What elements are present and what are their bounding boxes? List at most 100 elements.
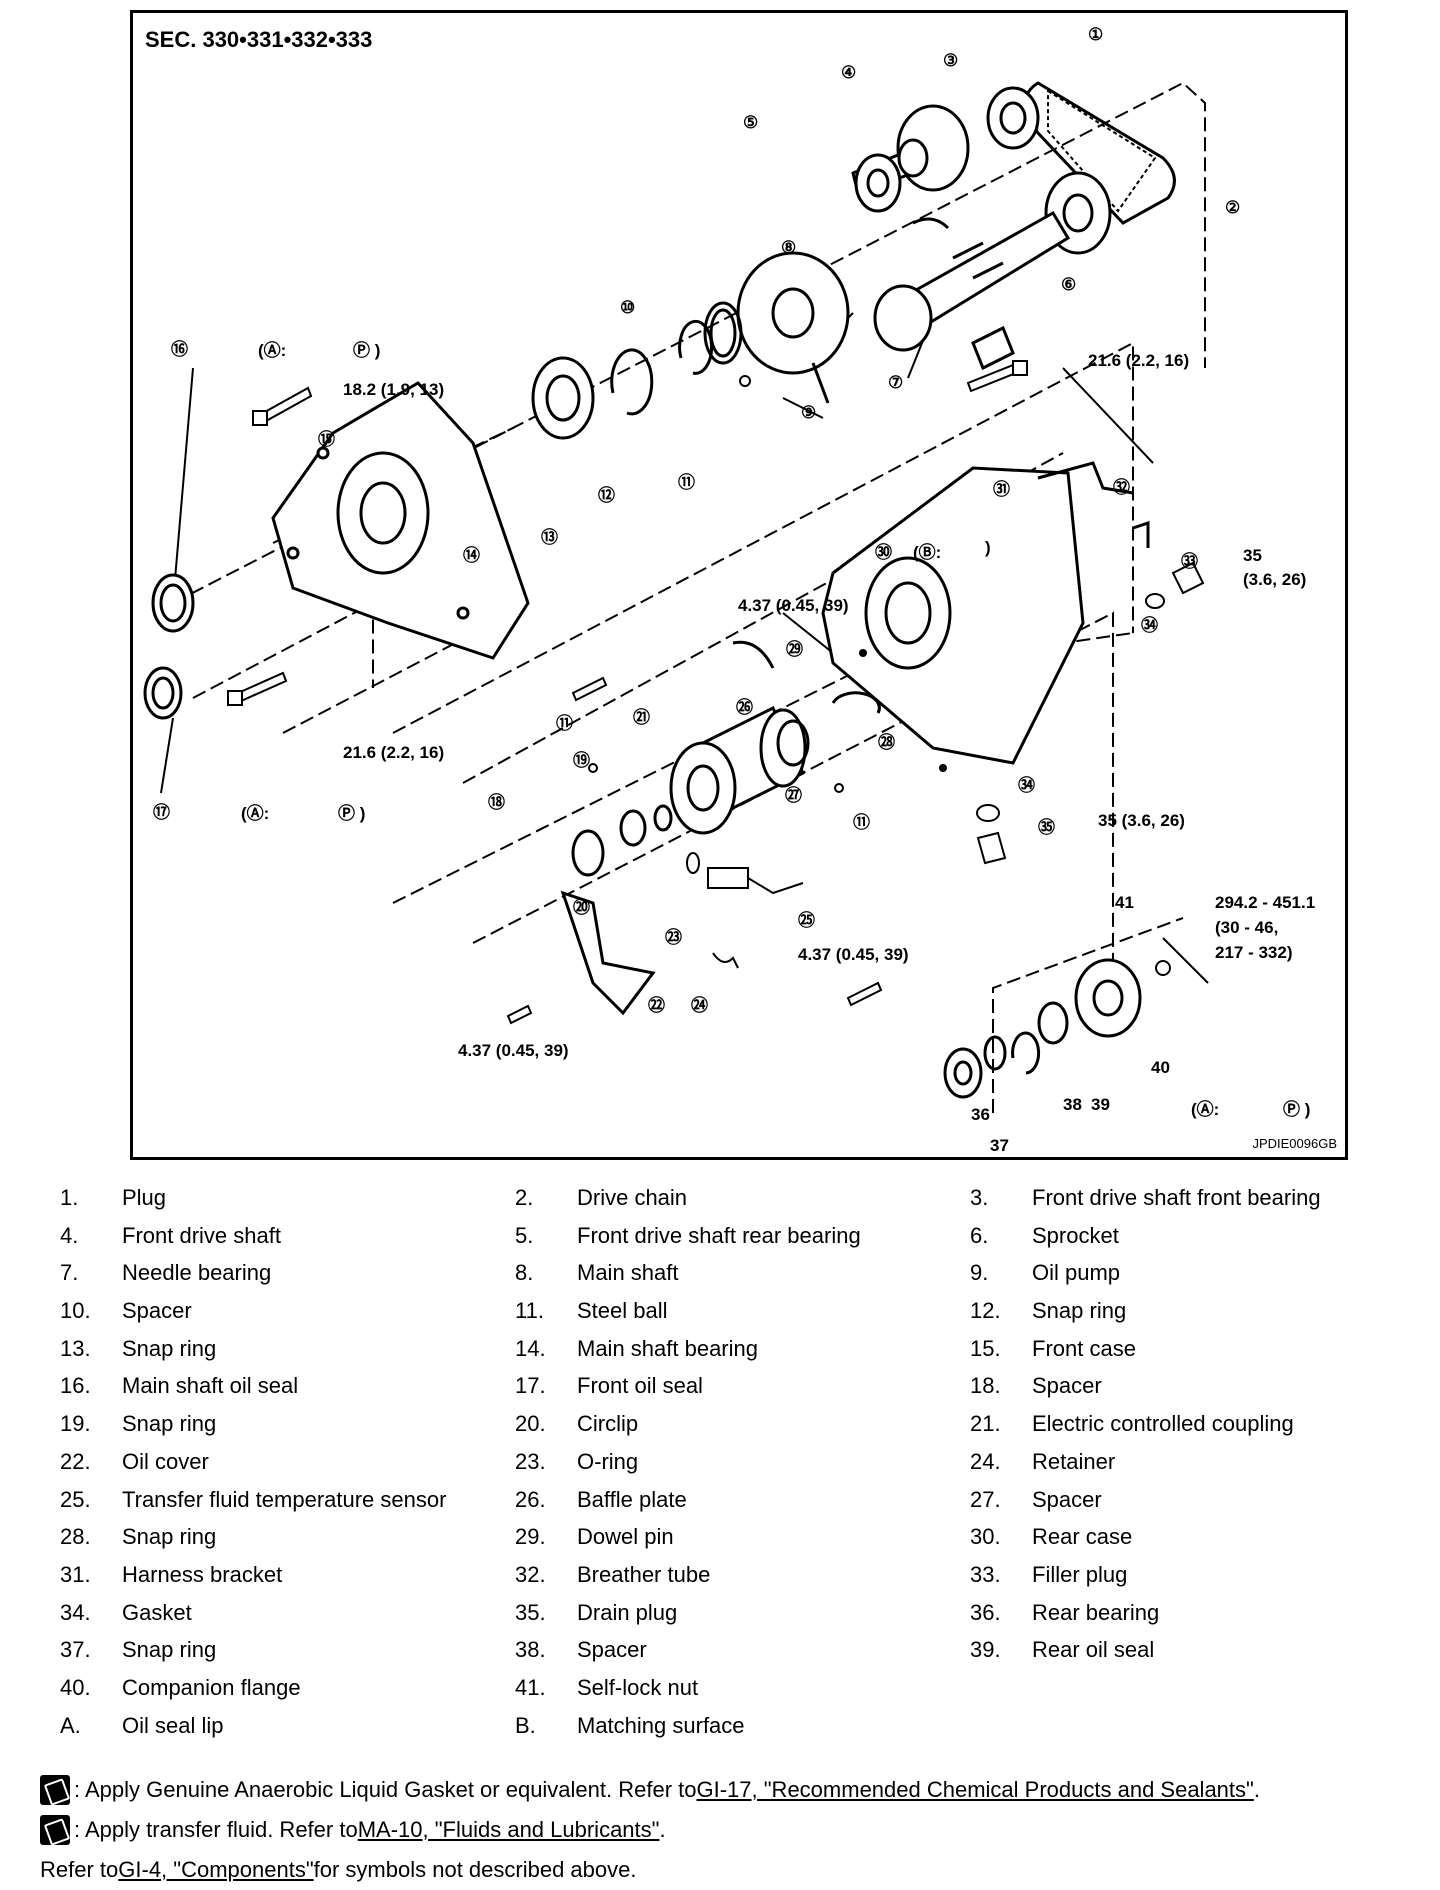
note-text: : Apply transfer fluid. Refer to [74, 1817, 358, 1842]
legend-number: 9. [970, 1260, 989, 1286]
legend-number: 6. [970, 1222, 989, 1248]
legend-number: 27. [970, 1486, 1001, 1512]
gasket [976, 804, 1000, 822]
legend-part-name: Companion flange [122, 1674, 301, 1700]
legend-number: 12. [970, 1298, 1001, 1324]
torque-label: 217 - 332) [1215, 943, 1293, 962]
oil-pump [736, 251, 850, 404]
circlip [653, 804, 673, 832]
drain-plug [976, 831, 1007, 865]
note-text: Refer to [40, 1857, 119, 1882]
snap-ring-37 [1011, 1031, 1041, 1075]
legend-part-name: Oil cover [122, 1448, 209, 1474]
gi-4-link[interactable]: GI-4, "Components" [118, 1857, 314, 1882]
legend-number: 30. [970, 1524, 1001, 1550]
legend-part-name: Sprocket [1032, 1222, 1119, 1248]
electric-controlled-coupling [669, 705, 807, 835]
callout-6: ⑥ [1061, 275, 1077, 294]
legend-number: 41. [515, 1674, 546, 1700]
legend-part-name: Harness bracket [122, 1561, 283, 1587]
legend-number: 40. [60, 1674, 91, 1700]
callout-14: ⑭ [463, 546, 480, 565]
transfer-fluid-temperature-sensor [707, 867, 804, 895]
callout-34: ㉞ [1141, 616, 1158, 635]
callout-27: ㉗ [785, 786, 802, 805]
spacer-38 [983, 1035, 1007, 1071]
callout-23: ㉓ [665, 928, 682, 947]
symbol-label: (Ⓑ: [913, 543, 942, 562]
legend-number: 2. [515, 1185, 534, 1210]
legend-part-name: Front oil seal [577, 1373, 703, 1399]
dowel-pin [939, 764, 947, 772]
torque-label: 21.6 (2.2, 16) [1088, 351, 1190, 370]
gi-17-link[interactable]: GI-17, "Recommended Chemical Products an… [696, 1777, 1254, 1802]
legend-number: 16. [60, 1373, 91, 1399]
callout-18: ⑱ [488, 793, 505, 812]
ma-10-link[interactable]: MA-10, "Fluids and Lubricants" [357, 1817, 660, 1842]
rear-oil-seal [1037, 1001, 1069, 1045]
steel-ball [588, 763, 598, 773]
legend-number: 35. [515, 1599, 546, 1625]
legend-part-name: Front drive shaft rear bearing [577, 1222, 861, 1248]
symbol-label: (Ⓐ: [1191, 1100, 1220, 1119]
note-text: for symbols not described above. [313, 1857, 637, 1882]
legend-number: 24. [970, 1448, 1001, 1474]
callout-11: ⑪ [678, 473, 695, 492]
legend-number: 4. [60, 1222, 79, 1248]
legend-part-name: Baffle plate [577, 1486, 687, 1512]
callout-20: ⑳ [573, 898, 590, 917]
o-ring [686, 852, 700, 874]
callout-26: ㉖ [736, 698, 753, 717]
callout-11: ⑪ [853, 813, 870, 832]
legend-number: 1. [60, 1185, 79, 1210]
legend-number: 7. [60, 1260, 79, 1286]
callout-19: ⑲ [573, 751, 590, 770]
callout-25: ㉕ [798, 911, 815, 930]
callout-10: ⑩ [620, 298, 636, 317]
legend-part-name: Front drive shaft front bearing [1032, 1185, 1321, 1210]
callout-21: ㉑ [633, 708, 650, 727]
callout-5: ⑤ [743, 113, 759, 132]
legend-part-name: Spacer [122, 1298, 192, 1324]
callout-41: 41 [1115, 893, 1134, 912]
callout-40: 40 [1151, 1058, 1170, 1077]
spacer-27 [776, 719, 810, 767]
filler-plug [1171, 561, 1205, 595]
legend-number: 23. [515, 1448, 546, 1474]
torque-label: (30 - 46, [1215, 918, 1279, 937]
legend-part-name: Snap ring [122, 1637, 217, 1663]
legend-part-name: Rear bearing [1032, 1599, 1160, 1625]
callout-33: ㉝ [1181, 552, 1198, 571]
note-text: . [659, 1817, 666, 1842]
torque-label: 35 [1243, 546, 1262, 565]
symbol-label: (Ⓐ: [258, 341, 287, 360]
callout-3: ③ [943, 51, 959, 70]
legend-number: 5. [515, 1222, 534, 1248]
legend-part-name: Dowel pin [577, 1524, 674, 1550]
symbol-label: (Ⓐ: [241, 804, 270, 823]
front-drive-shaft-front-bearing [986, 86, 1040, 150]
legend-part-name: Oil seal lip [122, 1712, 224, 1738]
callout-36: 36 [971, 1105, 990, 1124]
callout-8: ⑧ [781, 238, 797, 257]
legend-part-name: Breather tube [577, 1561, 711, 1587]
callout-38: 38 [1063, 1095, 1082, 1114]
front-case [271, 381, 530, 660]
legend-part-name: Drain plug [577, 1599, 678, 1625]
baffle-plate [732, 640, 775, 669]
companion-flange [1074, 958, 1142, 1038]
legend-number: 22. [60, 1448, 91, 1474]
legend-number: 25. [60, 1486, 91, 1512]
callout-24: ㉔ [691, 996, 708, 1015]
legend-number: 31. [60, 1561, 91, 1587]
diagram-drawing [143, 81, 1209, 1113]
legend-part-name: Snap ring [122, 1524, 217, 1550]
